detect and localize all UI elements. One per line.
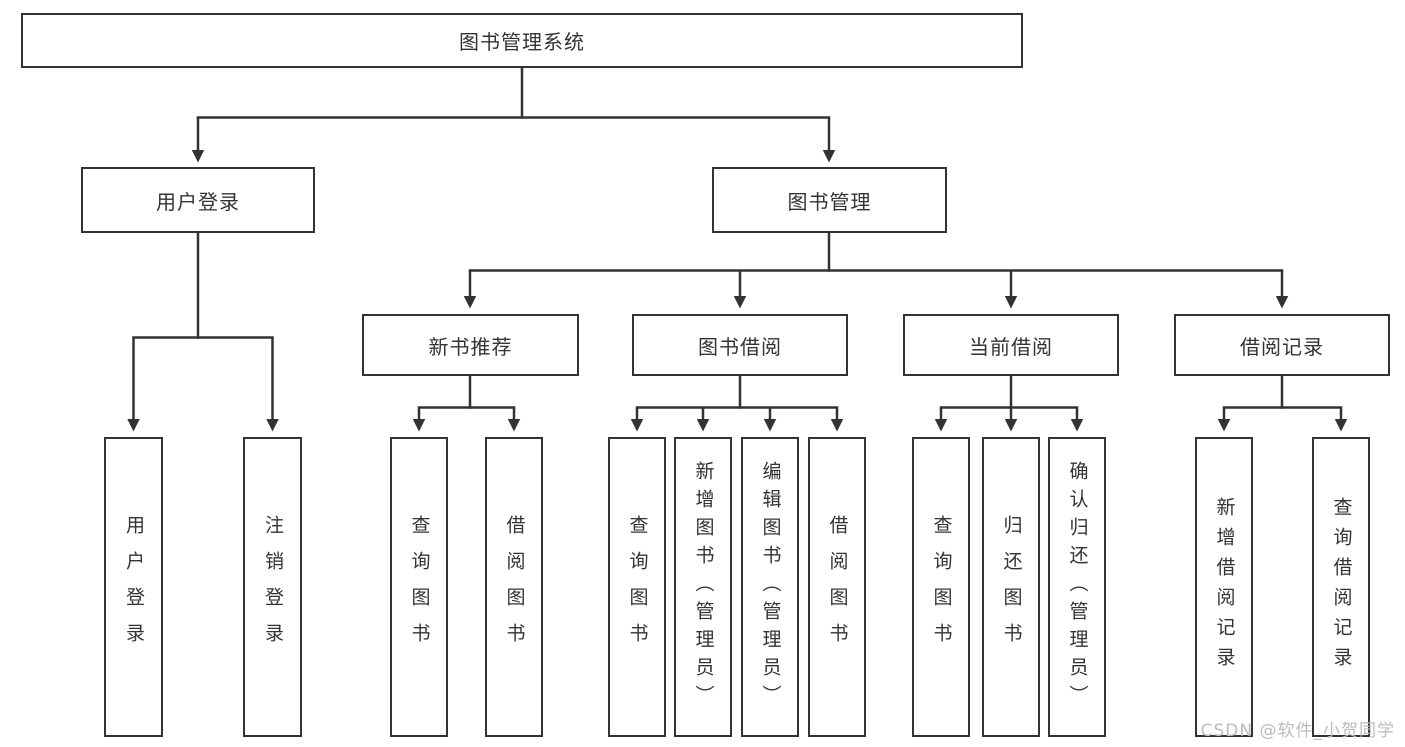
connector-new-book-recommend xyxy=(412,376,521,432)
node-book-borrow: 图书借阅 xyxy=(632,314,848,376)
node-root: 图书管理系统 xyxy=(21,13,1023,68)
node-new-book-recommend: 新书推荐 xyxy=(362,314,579,376)
node-user-login: 用户登录 xyxy=(81,167,315,233)
leaf-logout: 注销登录 xyxy=(243,437,302,737)
leaf-borrow-books-1: 借阅图书 xyxy=(485,437,543,737)
node-book-management-label: 图书管理 xyxy=(787,189,872,214)
node-root-label: 图书管理系统 xyxy=(459,30,585,54)
node-user-login-label: 用户登录 xyxy=(156,189,240,214)
leaf-return-books: 归还图书 xyxy=(982,437,1040,737)
connector-user-login xyxy=(127,233,279,432)
leaf-user-login: 用户登录 xyxy=(104,437,163,737)
leaf-borrow-books-2: 借阅图书 xyxy=(808,437,866,737)
leaf-query-books-2-label: 查询图书 xyxy=(626,515,649,659)
node-borrow-records: 借阅记录 xyxy=(1174,314,1390,376)
leaf-edit-book-admin: 编辑图书（管理员） xyxy=(741,437,799,737)
connector-current-borrow xyxy=(934,376,1084,432)
leaf-add-book-admin: 新增图书（管理员） xyxy=(674,437,732,737)
leaf-add-borrow-record: 新增借阅记录 xyxy=(1195,437,1253,737)
leaf-query-books-1-label: 查询图书 xyxy=(408,515,431,659)
leaf-logout-label: 注销登录 xyxy=(262,515,284,659)
leaf-query-books-2: 查询图书 xyxy=(608,437,666,737)
node-new-book-recommend-label: 新书推荐 xyxy=(428,334,513,359)
node-current-borrow-label: 当前借阅 xyxy=(969,334,1053,359)
leaf-user-login-label: 用户登录 xyxy=(123,515,145,659)
node-book-borrow-label: 图书借阅 xyxy=(698,334,782,359)
node-current-borrow: 当前借阅 xyxy=(903,314,1119,376)
leaf-add-borrow-record-label: 新增借阅记录 xyxy=(1213,497,1236,677)
node-book-management: 图书管理 xyxy=(712,167,947,233)
leaf-return-books-label: 归还图书 xyxy=(1000,515,1023,659)
leaf-borrow-books-1-label: 借阅图书 xyxy=(503,515,526,659)
leaf-edit-book-admin-label: 编辑图书（管理员） xyxy=(759,461,782,713)
connector-book-management xyxy=(463,233,1289,309)
connector-borrow-records xyxy=(1217,376,1348,432)
node-borrow-records-label: 借阅记录 xyxy=(1240,334,1324,359)
connector-root xyxy=(191,68,836,163)
leaf-add-book-admin-label: 新增图书（管理员） xyxy=(692,461,715,713)
leaf-borrow-books-2-label: 借阅图书 xyxy=(826,515,849,659)
leaf-query-books-1: 查询图书 xyxy=(390,437,448,737)
leaf-query-borrow-record-label: 查询借阅记录 xyxy=(1330,497,1353,677)
leaf-query-borrow-record: 查询借阅记录 xyxy=(1312,437,1370,737)
leaf-confirm-return-admin: 确认归还（管理员） xyxy=(1048,437,1106,737)
leaf-query-books-3-label: 查询图书 xyxy=(930,515,953,659)
leaf-query-books-3: 查询图书 xyxy=(912,437,970,737)
leaf-confirm-return-admin-label: 确认归还（管理员） xyxy=(1066,461,1089,713)
connector-book-borrow xyxy=(630,376,844,432)
csdn-watermark: CSDN @软件_小贺同学 xyxy=(1200,721,1395,741)
